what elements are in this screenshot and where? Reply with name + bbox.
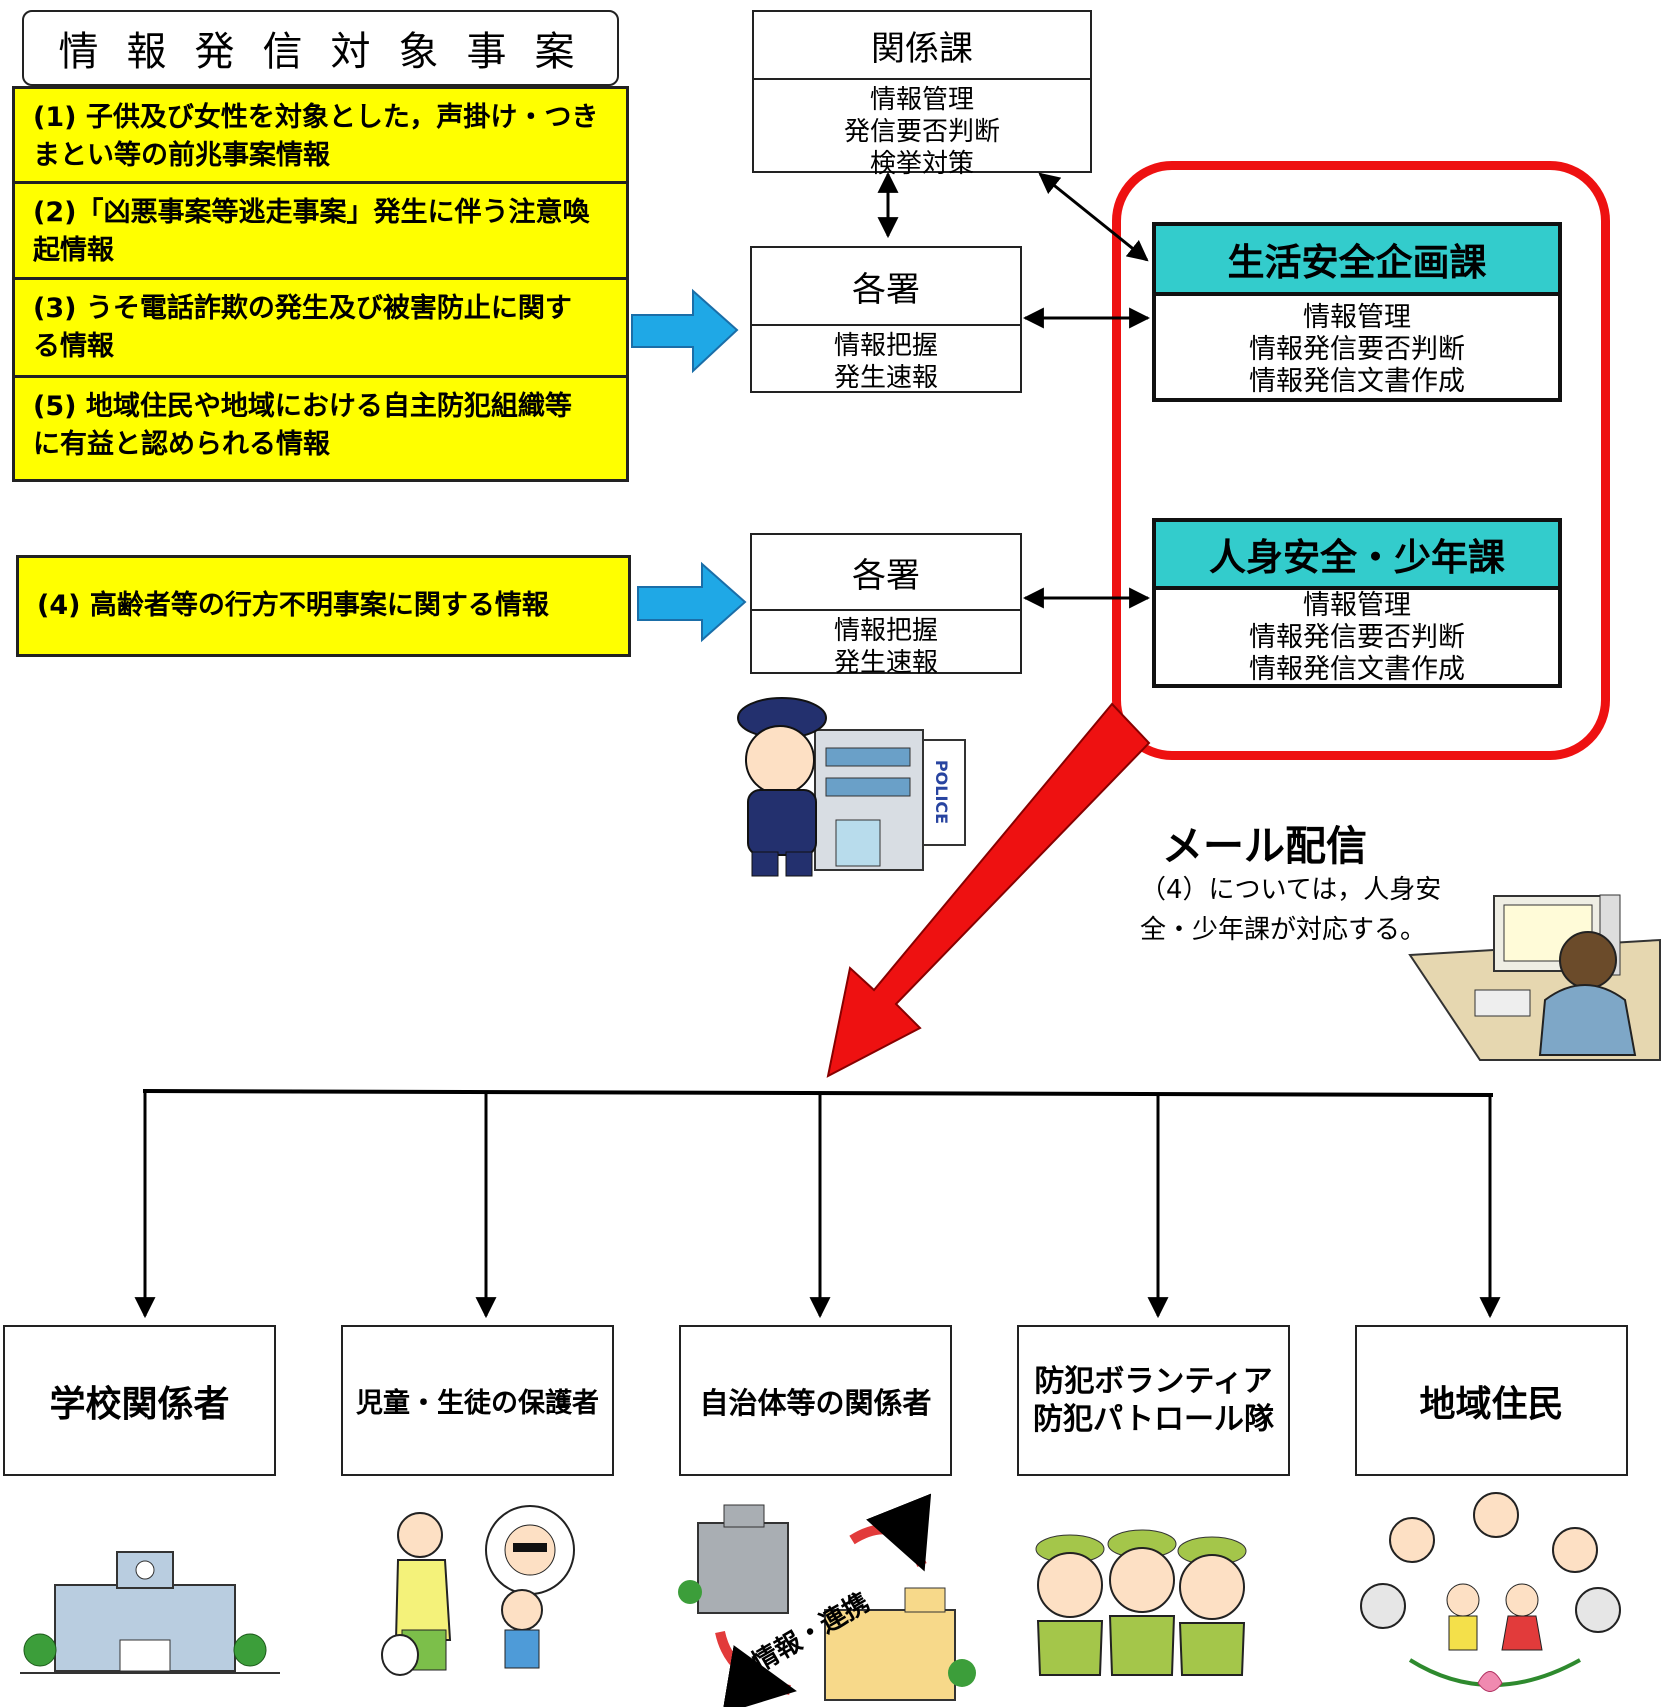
station-duties: 情報把握 発生速報 — [752, 611, 1020, 679]
target-item-2-line1: (2)「凶悪事案等逃走事案」発生に伴う注意喚 — [33, 197, 590, 228]
duty-line: 情報把握 — [833, 331, 938, 361]
recipient-label: 児童・生徒の保護者 — [356, 1388, 599, 1419]
municipality-cooperation-illustration: 情報・連携 — [678, 1493, 976, 1707]
duty-line: 情報把握 — [833, 616, 938, 646]
target-item-3: (3) うそ電話詐欺の発生及び被害防止に関す る情報 — [12, 277, 629, 378]
station-title: 各署 — [752, 535, 1020, 611]
duty-line: 情報発信要否判断 — [1249, 334, 1465, 365]
division-title: 生活安全企画課 — [1156, 226, 1558, 296]
duty-line: 情報発信文書作成 — [1249, 654, 1465, 685]
recipient-label: 自治体等の関係者 — [699, 1385, 932, 1420]
station-box-2: 各署 情報把握 発生速報 — [750, 533, 1022, 678]
duty-line: 情報管理 — [1303, 590, 1411, 621]
recipient-label: 地域住民 — [1419, 1383, 1564, 1425]
related-division-title: 関係課 — [754, 12, 1090, 80]
division-box-seikatsu: 生活安全企画課 情報管理 情報発信要否判断 情報発信文書作成 — [1152, 222, 1562, 402]
link-related-seikatsu — [1038, 172, 1149, 262]
related-division-box: 関係課 情報管理 発信要否判断 検挙対策 — [752, 10, 1092, 179]
division-duties: 情報管理 情報発信要否判断 情報発信文書作成 — [1156, 590, 1558, 686]
recipient-guardians: 児童・生徒の保護者 — [341, 1325, 614, 1476]
mail-note-line: （4）については，人身安 — [1140, 875, 1442, 905]
guardian-child-illustration — [381, 1505, 575, 1676]
target-item-5-line1: (5) 地域住民や地域における自主防犯組織等 — [33, 391, 572, 422]
residents-illustration — [1360, 1492, 1621, 1692]
page-title-text: 情報発信対象事案 — [58, 29, 603, 75]
mail-delivery-title: メール配信 — [1162, 822, 1367, 870]
police-officer-illustration: POLICE — [737, 697, 966, 877]
target-item-5: (5) 地域住民や地域における自主防犯組織等 に有益と認められる情報 — [12, 375, 629, 482]
station-box-1: 各署 情報把握 発生速報 — [750, 246, 1022, 393]
target-item-1-line1: (1) 子供及び女性を対象とした，声掛け・つき — [33, 102, 599, 133]
duty-line: 発生速報 — [833, 363, 938, 393]
recipient-volunteers: 防犯ボランティア 防犯パトロール隊 — [1017, 1325, 1290, 1476]
target-item-1-line2: まとい等の前兆事案情報 — [33, 140, 330, 171]
page-title: 情報発信対象事案 — [22, 10, 619, 86]
computer-operator-illustration — [1408, 894, 1661, 1061]
flow-arrow-blue-1 — [631, 288, 739, 374]
recipient-municipality: 自治体等の関係者 — [679, 1325, 952, 1476]
target-item-5-line2: に有益と認められる情報 — [33, 429, 330, 460]
school-illustration — [20, 1551, 280, 1674]
duty-line: 情報管理 — [869, 85, 974, 115]
duty-line: 発生速報 — [833, 648, 938, 678]
distribution-bus — [142, 1089, 1494, 1097]
station-duties: 情報把握 発生速報 — [752, 326, 1020, 394]
division-title: 人身安全・少年課 — [1156, 522, 1558, 590]
mail-note-line: 全・少年課が対応する。 — [1140, 915, 1427, 945]
related-division-duties: 情報管理 発信要否判断 検挙対策 — [754, 80, 1090, 180]
mail-delivery-note: （4）については，人身安 全・少年課が対応する。 — [1140, 870, 1450, 950]
mail-delivery-arrow — [826, 702, 1151, 1078]
target-item-4-text: (4) 高齢者等の行方不明事案に関する情報 — [37, 590, 549, 621]
flow-arrow-blue-2 — [637, 561, 747, 643]
duty-line: 情報管理 — [1303, 302, 1411, 333]
duty-line: 情報発信要否判断 — [1249, 622, 1465, 653]
responsible-divisions-frame — [1112, 161, 1610, 760]
target-item-3-line2: る情報 — [33, 331, 114, 362]
target-item-3-line1: (3) うそ電話詐欺の発生及び被害防止に関す — [33, 293, 572, 324]
station-title: 各署 — [752, 248, 1020, 326]
recipient-label: 防犯パトロール隊 — [1033, 1401, 1274, 1437]
police-sign-text: POLICE — [932, 760, 951, 824]
target-item-2-line2: 起情報 — [33, 235, 114, 266]
recipient-label: 防犯ボランティア — [1034, 1363, 1273, 1399]
target-item-4: (4) 高齢者等の行方不明事案に関する情報 — [16, 555, 631, 657]
duty-line: 発信要否判断 — [843, 117, 1000, 147]
recipient-residents: 地域住民 — [1355, 1325, 1628, 1476]
patrol-volunteers-illustration — [1035, 1529, 1247, 1676]
division-box-jinshin: 人身安全・少年課 情報管理 情報発信要否判断 情報発信文書作成 — [1152, 518, 1562, 688]
division-duties: 情報管理 情報発信要否判断 情報発信文書作成 — [1156, 296, 1558, 398]
duty-line: 情報発信文書作成 — [1249, 366, 1465, 397]
recipient-label: 学校関係者 — [49, 1383, 230, 1425]
recipient-school: 学校関係者 — [3, 1325, 276, 1476]
